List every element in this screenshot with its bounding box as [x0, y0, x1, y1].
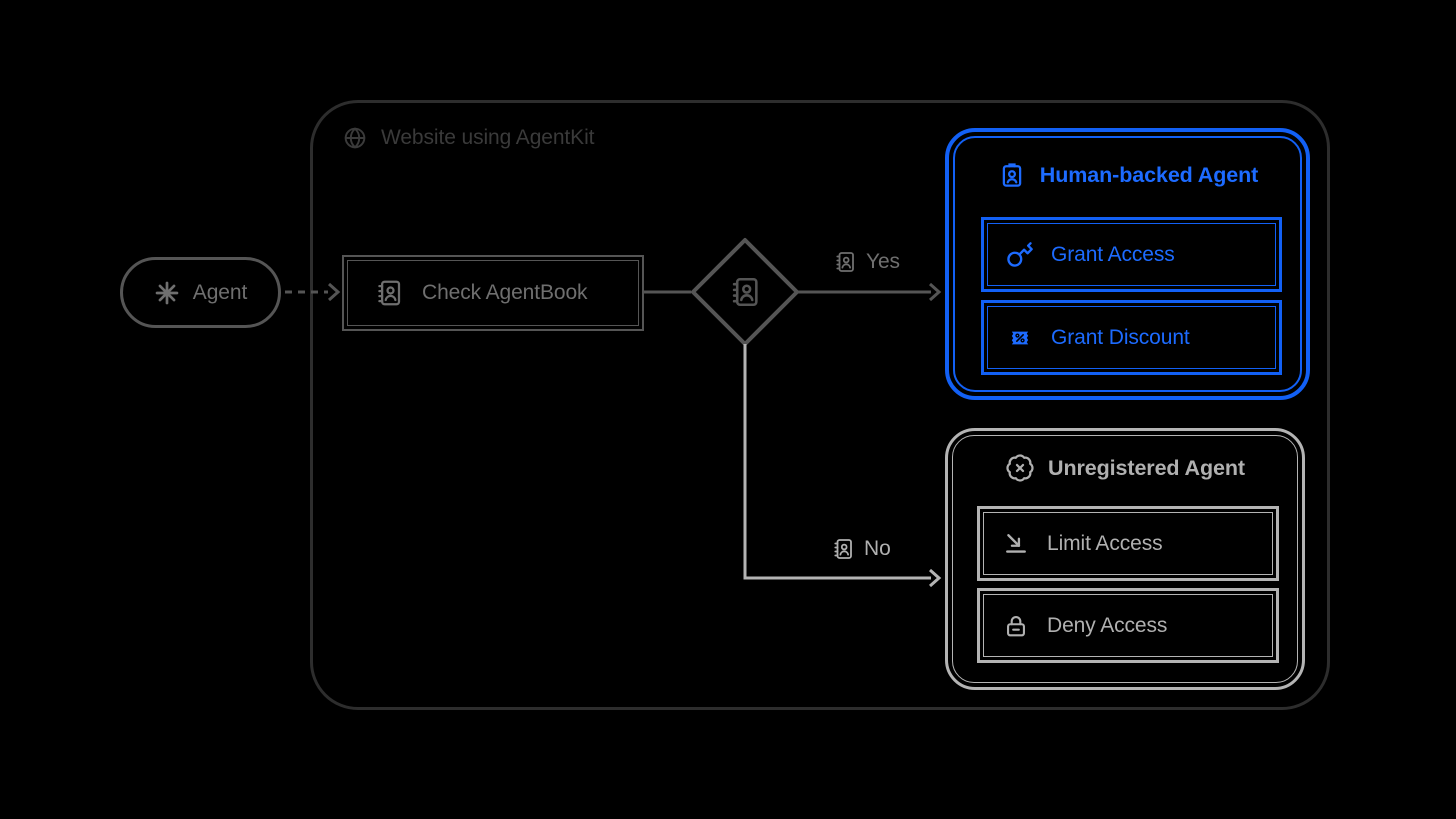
edge-agent-to-check [285, 282, 341, 302]
agentbook-icon [374, 278, 404, 308]
panel-unregistered-title: Unregistered Agent [1048, 455, 1245, 480]
action-deny-access: Deny Access [977, 588, 1279, 663]
website-container [310, 100, 1330, 710]
panel-unregistered-heading: Unregistered Agent [948, 453, 1302, 483]
node-check-agentbook: Check AgentBook [342, 255, 644, 331]
discount-coupon-icon [1006, 324, 1034, 352]
edge-label-yes-text: Yes [866, 250, 900, 273]
asterisk-icon [154, 280, 180, 306]
panel-unregistered-agent: Unregistered Agent Limit Access Deny A [945, 428, 1305, 690]
action-grant-discount: Grant Discount [981, 300, 1282, 375]
action-limit-access-label: Limit Access [1047, 531, 1163, 555]
edge-label-yes: Yes [833, 250, 900, 274]
panel-human-backed-title: Human-backed Agent [1039, 162, 1259, 187]
panel-human-backed-heading: Human-backed Agent [949, 160, 1306, 190]
panel-human-backed-agent: Human-backed Agent Grant Access Grant Di… [945, 128, 1310, 400]
agentbook-icon [831, 537, 855, 561]
action-deny-access-label: Deny Access [1047, 613, 1168, 637]
globe-icon [342, 125, 368, 151]
edge-yes [797, 282, 942, 302]
action-limit-access: Limit Access [977, 506, 1279, 581]
arrow-down-right-icon [1002, 530, 1030, 558]
id-badge-icon [997, 160, 1027, 190]
badge-x-icon [1005, 453, 1035, 483]
action-grant-access: Grant Access [981, 217, 1282, 292]
node-check-agentbook-label: Check AgentBook [422, 281, 588, 304]
node-agent: Agent [120, 257, 281, 328]
edge-label-no-text: No [864, 537, 891, 560]
edge-no [743, 344, 942, 588]
key-icon [1006, 241, 1034, 269]
agentbook-icon [728, 275, 762, 309]
decision-node [728, 275, 762, 309]
node-agent-label: Agent [192, 280, 248, 304]
agentbook-icon [833, 250, 857, 274]
action-grant-discount-label: Grant Discount [1051, 325, 1190, 349]
lock-icon [1002, 612, 1030, 640]
container-label: Website using AgentKit [342, 125, 594, 151]
action-grant-access-label: Grant Access [1051, 242, 1175, 266]
edge-label-no: No [831, 537, 891, 561]
container-title: Website using AgentKit [381, 126, 595, 149]
